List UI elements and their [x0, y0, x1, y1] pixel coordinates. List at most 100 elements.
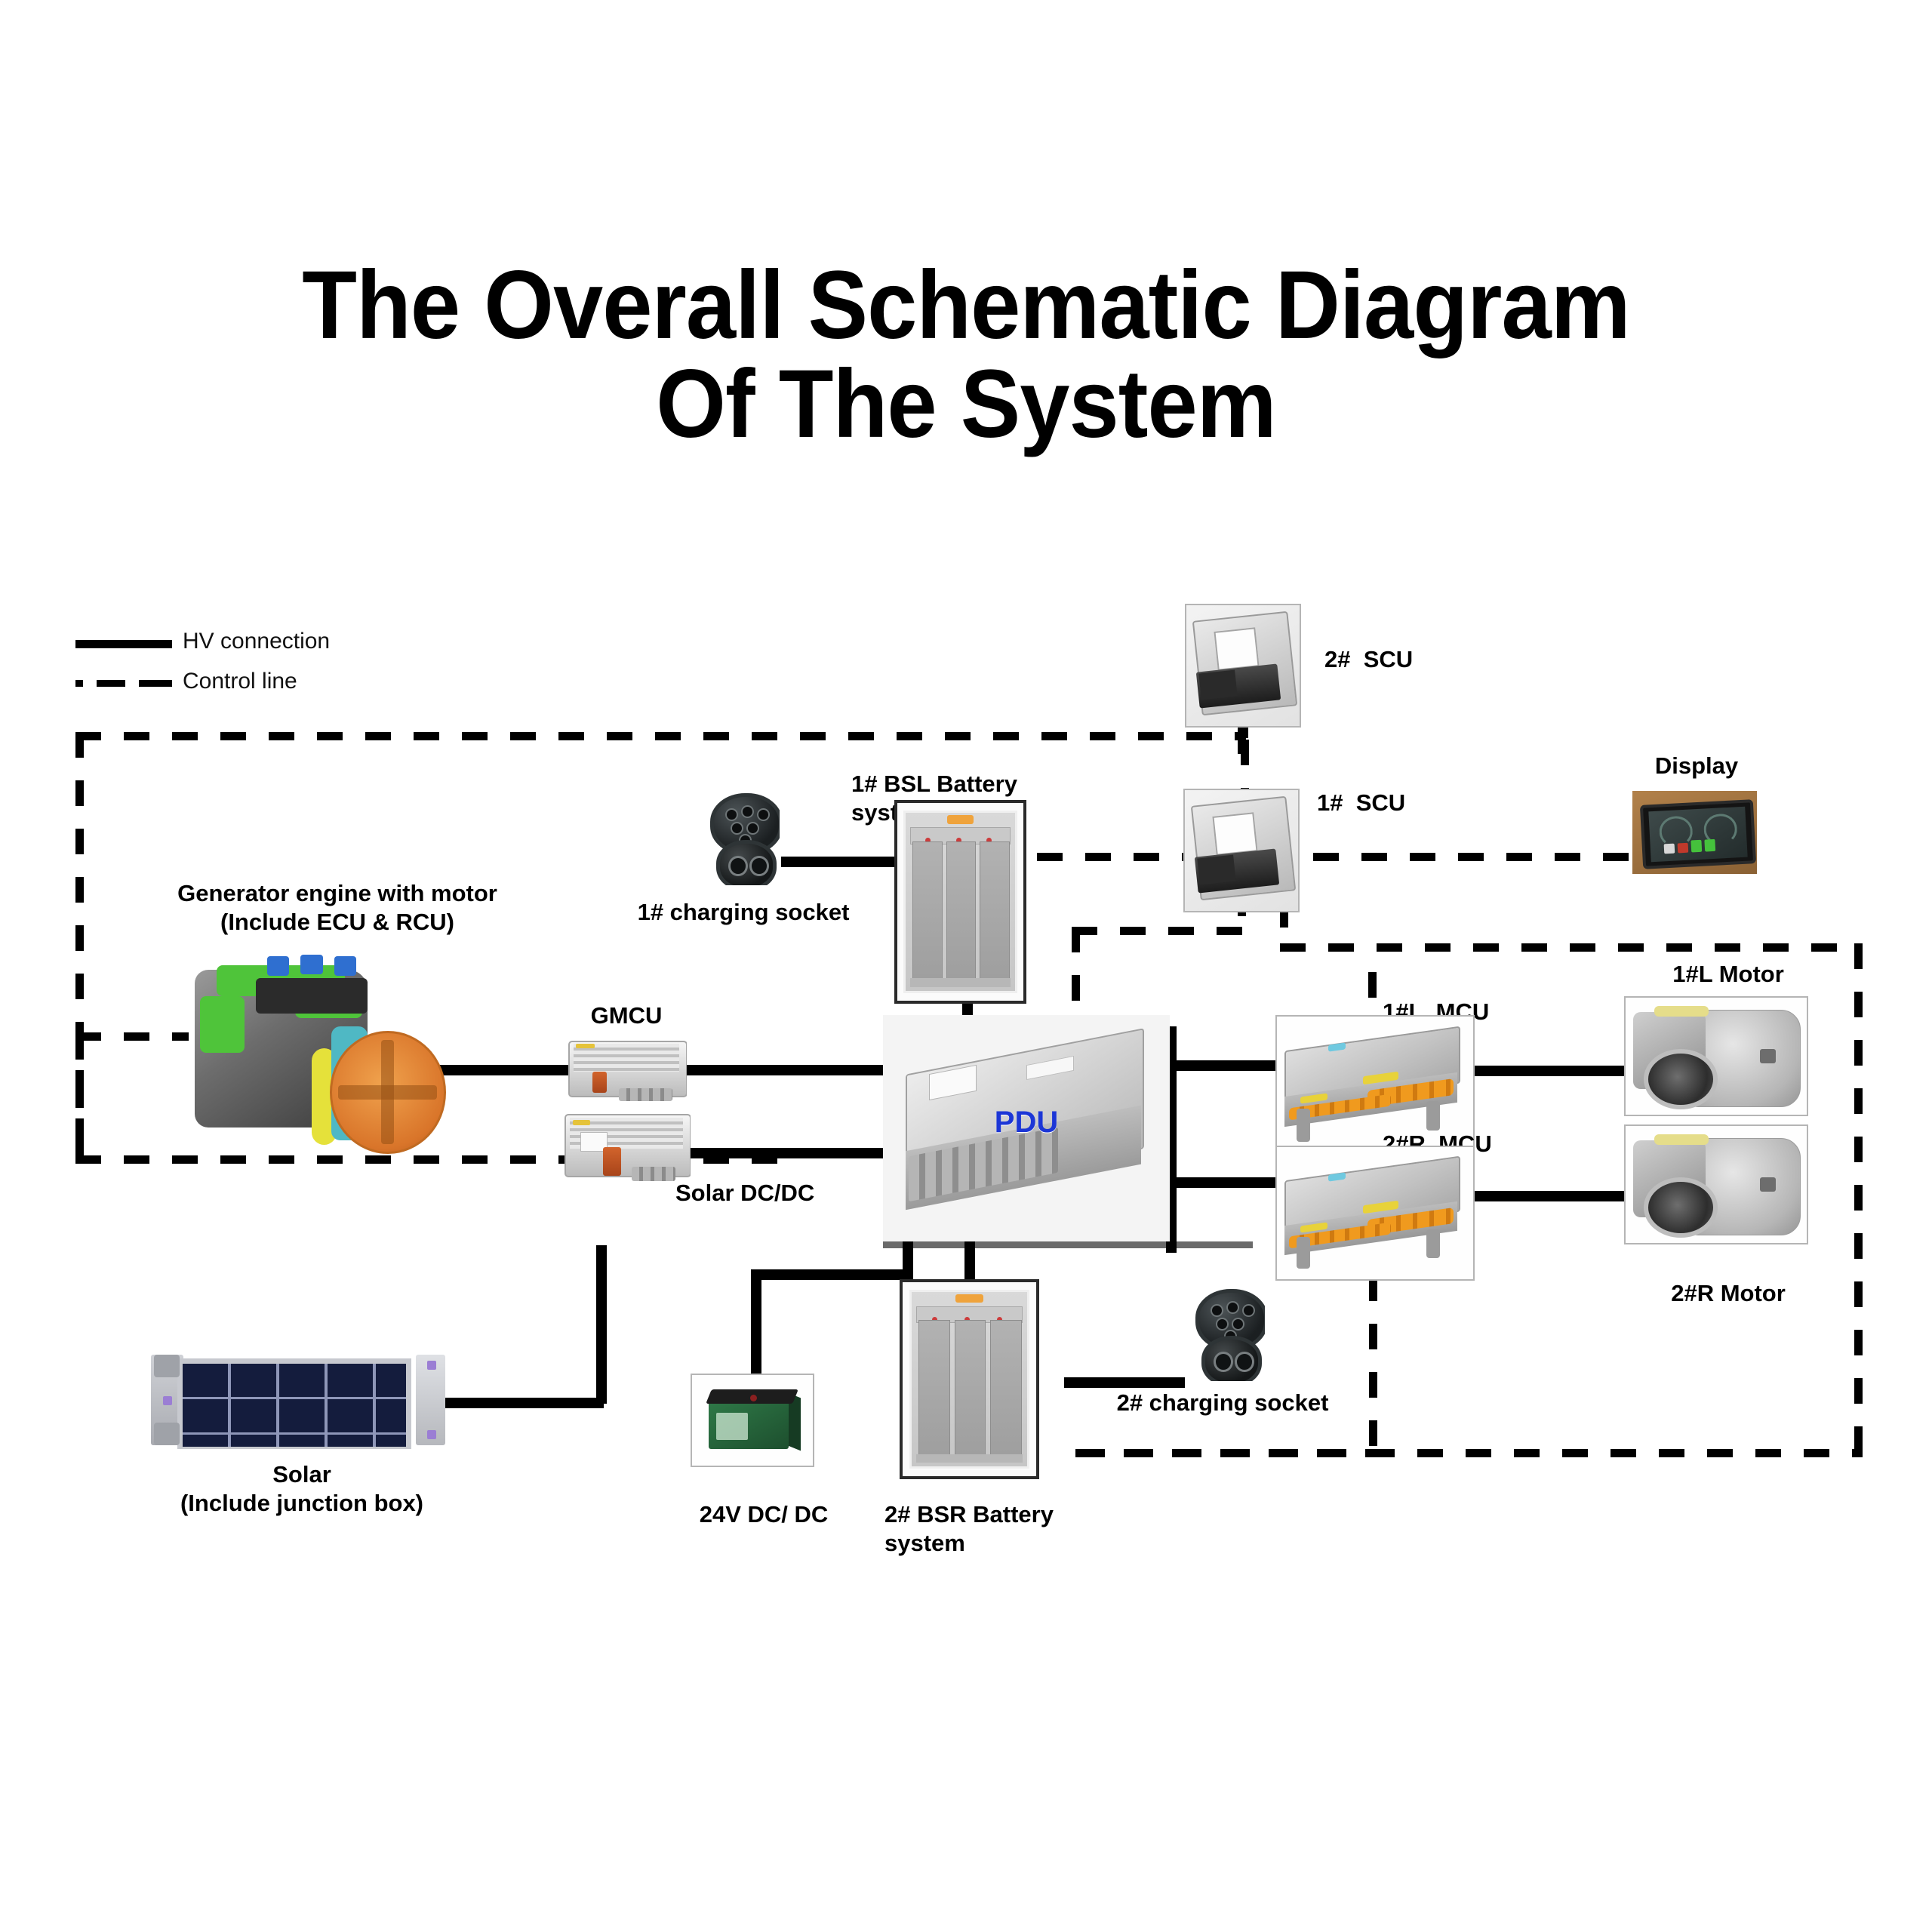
engine-rotor: [329, 1031, 446, 1154]
motor2-label: 2#R Motor: [1671, 1280, 1786, 1306]
gmcu-unit[interactable]: [566, 1031, 687, 1112]
hv-dcdc-run: [751, 1269, 913, 1280]
hv-solar-riser: [596, 1245, 607, 1404]
legend-control-label: Control line: [183, 669, 297, 694]
mcu1-leg-right: [1426, 1100, 1440, 1131]
hv-engine-to-gmcu: [434, 1065, 570, 1075]
control-line-left-vertical-lower: [75, 1034, 84, 1164]
dcdc-24v-terminal: [749, 1395, 757, 1402]
engine-injector-3: [334, 956, 357, 977]
solar-junction-left: [162, 1395, 172, 1405]
motor1-graphic: [1626, 998, 1807, 1115]
solar-dcdc-lv-connectors: [631, 1167, 675, 1182]
display-gauge-left: [1658, 816, 1694, 848]
solar-dcdc-hv-connector: [603, 1146, 622, 1176]
battery2-label: 2# BSR Battery system: [884, 1501, 1054, 1556]
dcdc-24v-graphic: [692, 1375, 813, 1466]
legend-hv-swatch: [75, 640, 172, 648]
battery1-cell-1: [912, 841, 943, 986]
charging-socket-1[interactable]: [706, 791, 780, 885]
battery1-rack[interactable]: [894, 800, 1026, 1004]
battery2-base: [915, 1454, 1023, 1463]
mcu2-leg-right: [1426, 1229, 1440, 1258]
battery1-terminal-1: [925, 838, 931, 844]
gmcu-lv-connectors: [619, 1088, 672, 1101]
scu1-module[interactable]: [1183, 789, 1300, 912]
hv-socket1-to-battery1: [781, 857, 902, 867]
battery2-terminal-3: [997, 1316, 1003, 1322]
legend-hv-label: HV connection: [183, 629, 331, 654]
display-label: Display: [1654, 752, 1739, 779]
mcu2-graphic: [1277, 1147, 1473, 1279]
solar-junction-right: [427, 1361, 437, 1370]
battery2-inner: [909, 1290, 1030, 1469]
charging-socket-2[interactable]: [1191, 1287, 1265, 1381]
control-line-scu1-drop: [1238, 891, 1246, 937]
socket1-pin-5: [746, 821, 759, 835]
page-title: The Overall Schematic Diagram Of The Sys…: [68, 256, 1865, 454]
battery1-cap: [947, 814, 974, 824]
battery2-cell-3: [990, 1320, 1022, 1461]
socket2-ac-ring: [1195, 1288, 1265, 1351]
pdu-unit[interactable]: PDU: [883, 1015, 1170, 1241]
scu1-connector-left: [1197, 854, 1236, 885]
display-screen: [1647, 807, 1747, 863]
motor1-unit[interactable]: [1624, 996, 1808, 1116]
gmcu-heatsink: [573, 1044, 680, 1072]
hv-gmcu-to-pdu: [683, 1065, 883, 1075]
motor2-graphic: [1626, 1126, 1807, 1243]
charging-socket-1-label: 1# charging socket: [637, 899, 850, 925]
control-line-mcu2-drop: [1369, 1275, 1377, 1457]
generator-engine[interactable]: [172, 943, 451, 1162]
socket1-dc-pin-1: [728, 856, 748, 876]
solar-panel-unit[interactable]: [151, 1351, 445, 1449]
control-line-engine-spur: [75, 1032, 189, 1041]
pdu-text: PDU: [994, 1106, 1059, 1139]
socket1-pin-1: [725, 808, 739, 822]
solar-dcdc-unit[interactable]: [562, 1103, 691, 1194]
battery2-terminal-1: [932, 1316, 938, 1322]
hv-solardcdc-to-pdu: [683, 1148, 883, 1158]
solar-dcdc-label: Solar DC/DC: [675, 1180, 815, 1206]
battery1-cell-2: [946, 841, 977, 986]
battery2-cell-1: [918, 1320, 950, 1461]
display-key-green-2: [1703, 839, 1715, 853]
motor2-terminal-cap: [1654, 1134, 1709, 1145]
generator-label: Generator engine with motor (Include ECU…: [177, 880, 497, 935]
battery1-terminal-2: [955, 838, 961, 844]
dcdc-24v-label: 24V DC/ DC: [699, 1501, 829, 1527]
mcu2-unit[interactable]: [1275, 1146, 1475, 1281]
scu2-connector-left: [1198, 669, 1238, 700]
motor2-sensor: [1759, 1177, 1777, 1192]
scu1-label: 1# SCU: [1317, 789, 1406, 816]
hv-pdu-under-bus: [883, 1241, 1253, 1248]
display-key-red: [1676, 843, 1688, 854]
dcdc-24v-unit[interactable]: [691, 1374, 814, 1467]
control-line-bottom-left: [75, 1155, 800, 1164]
socket1-ac-ring: [709, 792, 780, 855]
solar-cell-array: [177, 1358, 412, 1449]
control-line-battery1-to-scu1: [1037, 853, 1188, 861]
hv-mcu1-to-motor1: [1468, 1066, 1630, 1076]
socket1-pin-2: [741, 805, 754, 819]
solar-clip-bottom-left: [153, 1422, 180, 1445]
solar-dcdc-plate: [580, 1132, 608, 1152]
solar-dcdc-marker: [572, 1119, 591, 1125]
hv-solar-to-riser: [441, 1398, 604, 1408]
display-unit[interactable]: [1632, 791, 1757, 874]
control-line-right-edge: [1854, 943, 1863, 1457]
socket1-dc-ring: [715, 840, 777, 885]
hv-battery2-to-socket2: [1064, 1377, 1185, 1388]
charging-socket-2-label: 2# charging socket: [1116, 1389, 1329, 1416]
scu2-module[interactable]: [1185, 604, 1301, 728]
battery1-inner: [903, 811, 1017, 993]
engine-cover-side: [200, 995, 245, 1053]
control-line-left-vertical: [75, 732, 84, 1155]
title-line-1: The Overall Schematic Diagram: [302, 251, 1630, 359]
socket1-dc-pin-2: [749, 856, 769, 876]
motor2-unit[interactable]: [1624, 1124, 1808, 1244]
display-key-white: [1663, 844, 1675, 855]
legend-control-swatch: [75, 680, 172, 687]
battery2-rack[interactable]: [900, 1279, 1039, 1479]
